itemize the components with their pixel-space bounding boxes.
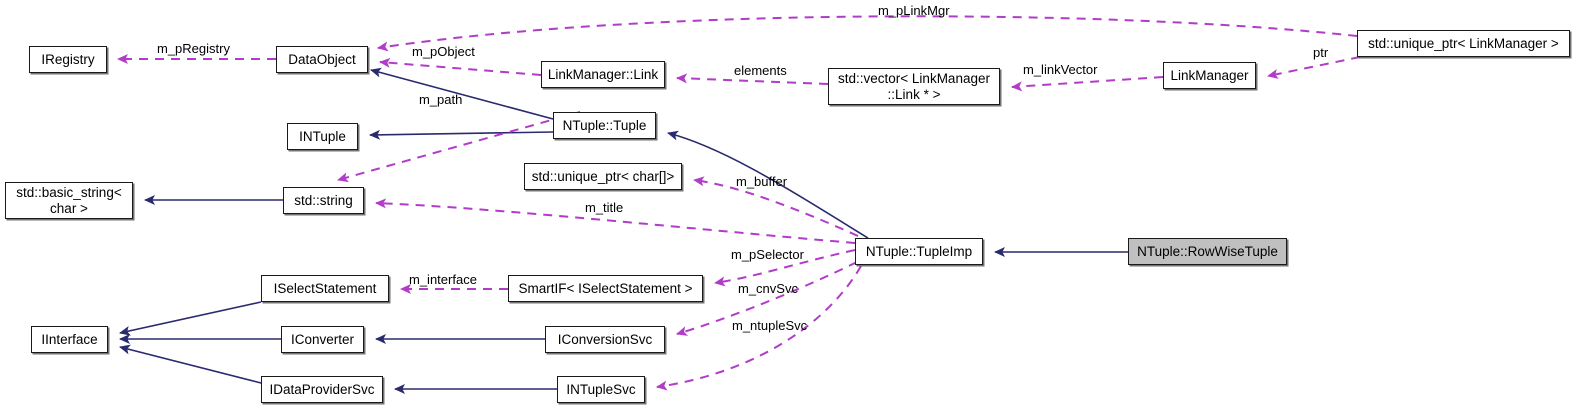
edge-label-m_ntupleSvc: m_ntupleSvc bbox=[732, 318, 808, 333]
class-node-label: IConversionSvc bbox=[557, 331, 653, 347]
class-node-label: NTuple::RowWiseTuple bbox=[1137, 243, 1278, 259]
class-node-label: SmartIF< ISelectStatement > bbox=[518, 280, 693, 296]
edge-label-elements: elements bbox=[734, 63, 787, 78]
edge-p-tupleimp-iconversionsvc bbox=[676, 261, 858, 336]
class-node-ntupletuple[interactable]: NTuple::Tuple bbox=[553, 112, 656, 139]
edge-p-iselect-iinterface bbox=[119, 301, 262, 336]
class-node-label: NTuple::TupleImp bbox=[865, 243, 973, 259]
class-node-label: std::string bbox=[294, 192, 353, 208]
class-node-basicstring[interactable]: std::basic_string< char > bbox=[5, 182, 133, 219]
edge-p-ntupletuple-intuple bbox=[369, 129, 554, 140]
edge-label-m_buffer: m_buffer bbox=[736, 174, 788, 189]
class-node-linkmanagerlink[interactable]: LinkManager::Link bbox=[541, 61, 665, 88]
edge-p-linkmanager-vector bbox=[1011, 76, 1164, 92]
edge-label-m_pLinkMgr: m_pLinkMgr bbox=[878, 3, 950, 18]
class-node-rowwisetuple[interactable]: NTuple::RowWiseTuple bbox=[1128, 238, 1287, 265]
edge-p-link-dataobject bbox=[379, 57, 542, 76]
class-node-label: IInterface bbox=[41, 331, 98, 347]
class-node-label: NTuple::Tuple bbox=[562, 117, 647, 133]
edge-label-m_linkVector: m_linkVector bbox=[1023, 62, 1098, 77]
edge-label-m_pRegistry: m_pRegistry bbox=[157, 41, 230, 56]
class-node-linkmanager[interactable]: LinkManager bbox=[1163, 62, 1256, 89]
class-node-label: std::vector< LinkManager ::Link * > bbox=[838, 71, 990, 102]
class-node-iconverter[interactable]: IConverter bbox=[281, 326, 364, 353]
edge-label-m_title: m_title bbox=[585, 200, 624, 215]
class-node-label: LinkManager::Link bbox=[547, 66, 659, 82]
class-node-label: IRegistry bbox=[41, 51, 95, 67]
class-node-idataprovidersvc[interactable]: IDataProviderSvc bbox=[261, 376, 383, 403]
edge-p-ntupletuple-stdstring bbox=[337, 111, 581, 183]
class-node-label: std::unique_ptr< char[]> bbox=[531, 168, 675, 184]
edge-label-m_pSelector: m_pSelector bbox=[731, 247, 804, 262]
edge-p-ntupletupleimp-ntupletuple bbox=[667, 130, 869, 239]
class-node-vectorlink[interactable]: std::vector< LinkManager ::Link * > bbox=[828, 68, 1000, 105]
class-node-smartif[interactable]: SmartIF< ISelectStatement > bbox=[508, 275, 703, 302]
edge-p-tupleimp-smartif bbox=[714, 249, 856, 287]
class-node-iselectstatement[interactable]: ISelectStatement bbox=[261, 275, 389, 302]
class-node-label: LinkManager bbox=[1170, 67, 1249, 83]
class-node-uniqueptrlm[interactable]: std::unique_ptr< LinkManager > bbox=[1357, 30, 1570, 57]
class-node-label: DataObject bbox=[288, 51, 356, 67]
class-node-iregistry[interactable]: IRegistry bbox=[29, 46, 107, 73]
class-node-dataobject[interactable]: DataObject bbox=[276, 46, 368, 73]
class-node-intuplesvc[interactable]: INTupleSvc bbox=[557, 376, 645, 403]
edge-p-vector-link bbox=[676, 73, 829, 85]
class-node-uniqueptrchar[interactable]: std::unique_ptr< char[]> bbox=[524, 163, 682, 190]
edge-p-tupleimp-stdstring bbox=[375, 198, 856, 244]
class-node-intuple[interactable]: INTuple bbox=[287, 123, 358, 150]
edge-label-ptr: ptr bbox=[1313, 45, 1329, 60]
edge-p-ntupletuple-dataobject bbox=[370, 67, 554, 120]
class-node-label: ISelectStatement bbox=[273, 280, 377, 296]
class-node-label: INTuple bbox=[299, 128, 346, 144]
class-node-stdstring[interactable]: std::string bbox=[283, 187, 364, 214]
class-node-iinterface[interactable]: IInterface bbox=[31, 326, 108, 353]
edge-label-m_pObject: m_pObject bbox=[412, 44, 475, 59]
class-node-label: IDataProviderSvc bbox=[269, 381, 375, 397]
class-node-iconversionsvc[interactable]: IConversionSvc bbox=[545, 326, 665, 353]
edge-p-idataprovider-iinterface bbox=[119, 344, 262, 384]
edge-p-tupleimp-intuplesvc bbox=[656, 265, 862, 391]
class-node-label: INTupleSvc bbox=[566, 381, 636, 397]
edge-p-tupleimp-uniqueptrchar bbox=[693, 176, 859, 237]
edge-label-m_path: m_path bbox=[419, 92, 463, 107]
class-node-label: std::basic_string< char > bbox=[16, 185, 122, 216]
edge-p-uniqueptrlm-dataobject bbox=[377, 15, 1358, 52]
class-node-label: std::unique_ptr< LinkManager > bbox=[1368, 35, 1559, 51]
edge-label-m_cnvSvc: m_cnvSvc bbox=[738, 281, 798, 296]
edge-label-m_interface: m_interface bbox=[409, 272, 477, 287]
class-node-ntupletupleimp[interactable]: NTuple::TupleImp bbox=[855, 238, 983, 265]
class-node-label: IConverter bbox=[290, 331, 355, 347]
